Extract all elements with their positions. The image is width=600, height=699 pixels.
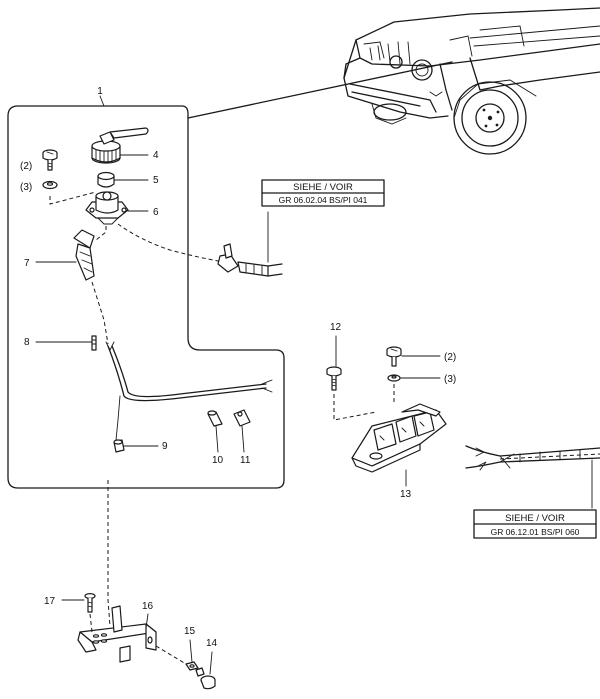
- vehicle-front-illustration: [343, 7, 600, 155]
- part-14-bolt: [195, 667, 216, 690]
- callout-3-right: (3): [444, 374, 456, 385]
- hose-connector: [217, 243, 283, 277]
- reference-top-code: GR 06.02.04 BS/PI 041: [279, 195, 368, 205]
- callout-6: 6: [153, 207, 159, 218]
- part-12-screw: [326, 366, 342, 391]
- part-3-washer-right: [387, 374, 401, 382]
- reference-box-bottom: SIEHE / VOIR GR 06.12.01 BS/PI 060: [473, 509, 597, 539]
- reference-box-top: SIEHE / VOIR GR 06.02.04 BS/PI 041: [261, 179, 385, 207]
- part-10-sleeve: [207, 410, 223, 427]
- wire-harness: [105, 341, 273, 441]
- part-3-washer-left: [42, 180, 58, 190]
- part-11-terminal: [233, 409, 251, 427]
- assembly-location-leader: [187, 61, 453, 119]
- cable-right: [465, 445, 600, 471]
- leader-lines: [35, 154, 441, 675]
- callout-10: 10: [212, 455, 224, 466]
- part-9-plug: [113, 439, 125, 453]
- part-2-screw-right: [386, 346, 402, 367]
- part-6-housing: [85, 191, 129, 225]
- part-16-bracket: [77, 605, 157, 663]
- callout-5: 5: [153, 175, 159, 186]
- callout-14: 14: [206, 638, 218, 649]
- reference-bottom-code: GR 06.12.01 BS/PI 060: [491, 527, 580, 537]
- callout-15: 15: [184, 626, 196, 637]
- callout-11: 11: [240, 455, 251, 466]
- callout-7: 7: [24, 258, 30, 269]
- reference-bottom-title: SIEHE / VOIR: [505, 513, 565, 524]
- callout-2-right: (2): [444, 352, 456, 363]
- part-13-terminal-block: [351, 403, 447, 473]
- part-5-seal-ring: [97, 171, 115, 188]
- callout-1: 1: [97, 86, 103, 97]
- callout-8: 8: [24, 337, 30, 348]
- part-4-cap-with-lever: [91, 127, 149, 164]
- callout-17: 17: [44, 596, 56, 607]
- part-15-nut: [185, 661, 199, 671]
- part-17-screw: [84, 592, 96, 613]
- part-7-elbow-hose: [73, 229, 95, 281]
- callout-9: 9: [162, 441, 168, 452]
- part-2-screw-left: [42, 149, 58, 171]
- assembly-group-outline: [7, 105, 285, 489]
- callout-3-left: (3): [20, 182, 32, 193]
- reference-top-title: SIEHE / VOIR: [293, 182, 353, 193]
- callout-13: 13: [400, 489, 412, 500]
- part-8-pin: [91, 335, 97, 351]
- callout-4: 4: [153, 150, 159, 161]
- callout-12: 12: [330, 322, 342, 333]
- callout-2-left: (2): [20, 161, 32, 172]
- callout-16: 16: [142, 601, 154, 612]
